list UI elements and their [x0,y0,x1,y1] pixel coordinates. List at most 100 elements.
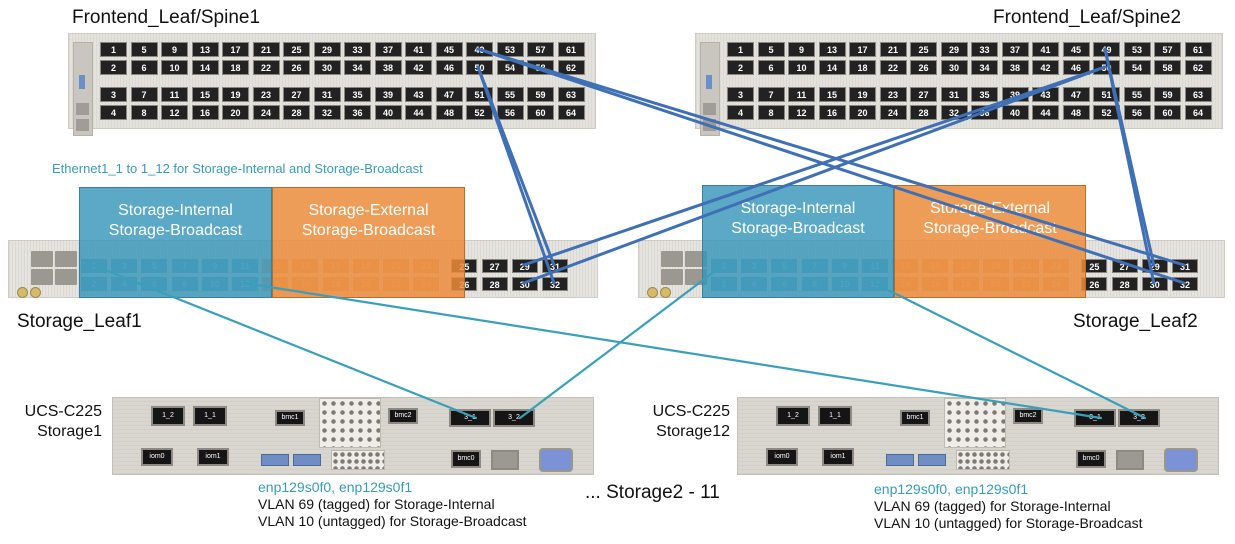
spine-port-33: 33 [344,42,371,57]
port-bmc0: bmc0 [451,450,481,468]
storage1-server: 1_2 1_1 bmc1 bmc2 3_1 3_2 iom0 iom1 bmc0 [112,397,594,475]
spine-port-3: 3 [100,87,127,102]
ethernet-range-note: Ethernet1_1 to 1_12 for Storage-Internal… [52,161,423,176]
spine-port-16: 16 [818,105,846,120]
spine-port-17: 17 [222,42,249,57]
spine-port-6: 6 [130,60,158,75]
leaf-port-27: 27 [1111,259,1138,273]
spine-port-19: 19 [222,87,249,102]
spine-port-54: 54 [496,60,524,75]
spine-port-5: 5 [757,42,785,57]
spine-port-48: 48 [435,105,463,120]
spine-port-58: 58 [527,60,554,75]
spine-port-38: 38 [374,60,402,75]
spine-port-7: 7 [130,87,158,102]
port-3_2: 3_2 [1118,409,1160,427]
spine-port-30: 30 [940,60,968,75]
spine-port-8: 8 [757,105,785,120]
spine2-title: Frontend_Leaf/Spine2 [993,7,1182,28]
vlan-line: VLAN 69 (tagged) for Storage-Internal [874,498,1111,514]
spine-port-21: 21 [879,42,907,57]
port-iom0: iom0 [141,448,173,466]
spine-port-53: 53 [496,42,524,57]
leaf2-storage-internal-box: Storage-Internal Storage-Broadcast [702,185,894,298]
spine-port-22: 22 [252,60,280,75]
spine-port-27: 27 [910,87,937,102]
spine-port-63: 63 [557,87,585,102]
usb-port [918,454,946,466]
spine-port-44: 44 [1032,105,1059,120]
spine-port-24: 24 [252,105,280,120]
spine-port-8: 8 [130,105,158,120]
spine-port-1: 1 [100,42,127,57]
spine-port-23: 23 [252,87,280,102]
spine-port-56: 56 [1123,105,1151,120]
server1-label: UCS-C225 Storage1 [0,402,102,442]
port-3_1: 3_1 [449,409,491,427]
spine-port-13: 13 [191,42,219,57]
spine-port-54: 54 [1123,60,1151,75]
spine-port-43: 43 [405,87,432,102]
vlan-line: VLAN 10 (untagged) for Storage-Broadcast [258,513,527,529]
spine-port-31: 31 [940,87,968,102]
spine-port-40: 40 [1001,105,1029,120]
spine-port-18: 18 [222,60,249,75]
server12-vlan-notes: VLAN 69 (tagged) for Storage-Internal VL… [874,498,1143,532]
spine-port-46: 46 [1062,60,1090,75]
spine-port-9: 9 [788,42,815,57]
box-line: Storage-Internal [118,202,233,219]
server-name: Storage12 [656,423,730,440]
leaf-port-32: 32 [1172,277,1198,291]
leaf1-title: Storage_Leaf1 [17,311,142,332]
spine-port-55: 55 [496,87,524,102]
spine-port-64: 64 [557,105,585,120]
spine-port-50: 50 [1093,60,1120,75]
box-line: Storage-Broadcast [301,222,436,239]
leaf-port-29: 29 [1141,259,1168,273]
leaf1-storage-external-box: Storage-External Storage-Broadcast [272,187,465,298]
spine-mgmt-panel [73,42,93,136]
spine-port-47: 47 [435,87,463,102]
server12-interfaces: enp129s0f0, enp129s0f1 [874,481,1029,497]
port-1_2: 1_2 [151,406,185,426]
storage-range-label: ... Storage2 - 11 [585,482,720,503]
spine-port-34: 34 [971,60,998,75]
spine-port-25: 25 [910,42,937,57]
spine-port-35: 35 [344,87,371,102]
spine-port-2: 2 [727,60,754,75]
spine-port-61: 61 [557,42,585,57]
server1-interfaces: enp129s0f0, enp129s0f1 [258,479,413,495]
spine-port-16: 16 [191,105,219,120]
spine-port-47: 47 [1062,87,1090,102]
spine-port-37: 37 [374,42,402,57]
spine-port-3: 3 [727,87,754,102]
spine-port-41: 41 [405,42,432,57]
spine-port-57: 57 [1154,42,1181,57]
leaf2-title: Storage_Leaf2 [1073,311,1198,332]
port-iom1: iom1 [197,448,229,466]
spine-port-4: 4 [727,105,754,120]
port-1_2: 1_2 [776,406,810,426]
spine-port-5: 5 [130,42,158,57]
spine-port-15: 15 [818,87,846,102]
spine-port-43: 43 [1032,87,1059,102]
spine-port-22: 22 [879,60,907,75]
spine-port-45: 45 [435,42,463,57]
box-line: Storage-Broadcast [731,220,865,237]
spine-port-31: 31 [313,87,341,102]
box-line: Storage-Broadcast [923,220,1057,237]
storage12-server: 1_2 1_1 bmc1 bmc2 3_1 3_2 iom0 iom1 bmc0 [737,397,1219,475]
spine-port-32: 32 [313,105,341,120]
spine-port-7: 7 [757,87,785,102]
server-name: Storage1 [37,423,102,440]
port-bmc2: bmc2 [1013,408,1043,424]
spine-port-30: 30 [313,60,341,75]
spine-port-21: 21 [252,42,280,57]
spine-port-27: 27 [283,87,310,102]
spine-port-60: 60 [527,105,554,120]
usb-port [886,454,914,466]
server12-label: UCS-C225 Storage12 [620,402,730,442]
spine-port-17: 17 [849,42,876,57]
